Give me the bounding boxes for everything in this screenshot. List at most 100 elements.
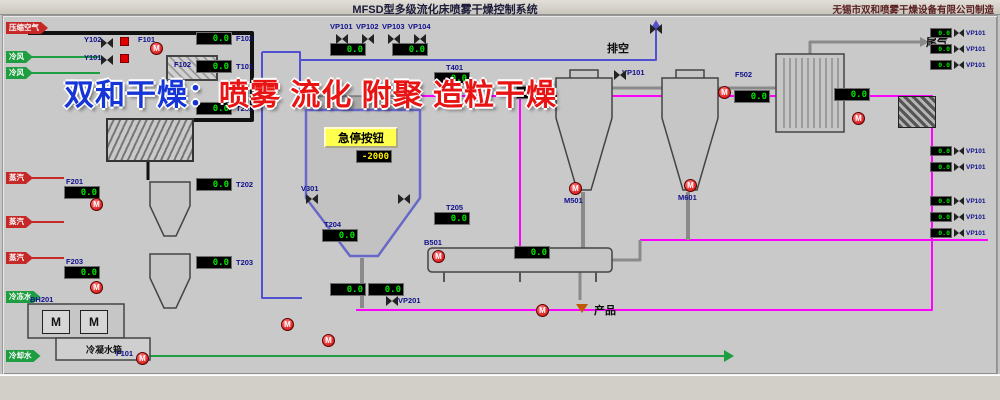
value-display: 0.0 <box>64 266 100 279</box>
emergency-stop-button[interactable]: 急停按钮 <box>324 127 398 148</box>
valve-icon[interactable] <box>398 194 410 204</box>
equipment-label: VP101 <box>330 22 353 31</box>
equipment-label: F101 <box>116 349 134 358</box>
feed-arrow: 蒸汽 <box>6 252 33 264</box>
feed-arrow: 冷风 <box>6 67 33 79</box>
valve-icon[interactable] <box>954 45 964 53</box>
value-display: 0.0 <box>330 283 366 296</box>
value-display: 0.0 <box>434 72 470 85</box>
status-led <box>120 54 129 63</box>
equipment-label: F502 <box>735 70 753 79</box>
feed-arrow: 冷风 <box>6 51 33 63</box>
pump-icon[interactable]: M <box>718 86 731 99</box>
valve-icon[interactable] <box>386 296 398 306</box>
equipment-label: B501 <box>424 238 442 247</box>
pump-icon[interactable]: M <box>569 182 582 195</box>
pump-icon[interactable]: M <box>536 304 549 317</box>
valve-icon[interactable] <box>954 163 964 171</box>
pump-icon[interactable]: M <box>90 281 103 294</box>
right-valve-row: 0.0 VP101 <box>930 146 986 156</box>
valve-label: VP101 <box>966 61 986 69</box>
equipment-label: F102 <box>174 60 192 69</box>
valve-icon[interactable] <box>614 70 626 80</box>
page-title: MFSD型多级流化床喷雾干燥控制系统 <box>352 4 538 16</box>
valve-icon[interactable] <box>101 38 113 48</box>
equipment-label: T205 <box>446 203 464 212</box>
valve-icon[interactable] <box>954 197 964 205</box>
value-display: 0.0 <box>330 43 366 56</box>
right-valve-row: 0.0 VP101 <box>930 60 986 70</box>
valve-icon[interactable] <box>306 194 318 204</box>
value-display: 0.0 <box>64 186 100 199</box>
valve-icon[interactable] <box>954 147 964 155</box>
value-display: 0.0 <box>368 283 404 296</box>
equipment-label: V301 <box>301 184 319 193</box>
condensate-tank-label: 冷凝水箱 <box>85 345 122 355</box>
equipment-label: VP101 <box>622 68 645 77</box>
equipment-label: VP104 <box>408 22 431 31</box>
equipment-label: M501 <box>564 196 583 205</box>
pump-icon[interactable]: M <box>432 250 445 263</box>
valve-icon[interactable] <box>954 61 964 69</box>
valve-label: VP101 <box>966 163 986 171</box>
valve-icon[interactable] <box>101 55 113 65</box>
valve-label: VP101 <box>966 45 986 53</box>
product-flow-arrow <box>576 304 588 319</box>
value-display: 0.0 <box>514 246 550 259</box>
valve-icon[interactable] <box>954 229 964 237</box>
value-display: 0.0 <box>930 162 952 172</box>
bag-filter <box>106 118 194 162</box>
valve-label: VP101 <box>966 147 986 155</box>
right-valve-row: 0.0 VP101 <box>930 28 986 38</box>
value-display: 0.0 <box>930 146 952 156</box>
flow-label: 排空 <box>607 43 629 55</box>
equipment-label: M601 <box>678 193 697 202</box>
equipment-label: VP201 <box>398 296 421 305</box>
pump-icon[interactable]: M <box>852 112 865 125</box>
valve-icon[interactable] <box>954 213 964 221</box>
valve-icon[interactable] <box>650 24 662 34</box>
pump-icon[interactable]: M <box>544 89 557 102</box>
value-display: 0.0 <box>930 60 952 70</box>
valve-icon[interactable] <box>414 34 426 44</box>
status-led <box>120 37 129 46</box>
feed-arrow: 蒸汽 <box>6 216 33 228</box>
valve-icon[interactable] <box>336 34 348 44</box>
value-display: 0.0 <box>434 212 470 225</box>
value-display: 0.0 <box>196 256 232 269</box>
value-display: 0.0 <box>930 196 952 206</box>
value-display: 0.0 <box>196 102 232 115</box>
feed-arrow: 蒸汽 <box>6 172 33 184</box>
pump-icon[interactable]: M <box>684 179 697 192</box>
diagram-panel <box>2 15 998 375</box>
value-display: 0.0 <box>392 43 428 56</box>
equipment-label: F102 <box>236 34 254 43</box>
valve-label: VP101 <box>966 29 986 37</box>
flow-label: 产品 <box>594 305 616 317</box>
valve-icon[interactable] <box>388 34 400 44</box>
pump-icon[interactable]: M <box>281 318 294 331</box>
pump-icon[interactable]: M <box>322 334 335 347</box>
pump-icon[interactable]: M <box>90 198 103 211</box>
equipment-label: T101 <box>236 62 254 71</box>
equipment-label: F203 <box>66 257 84 266</box>
feed-arrow: 压缩空气 <box>6 22 48 34</box>
equipment-label: T202 <box>236 180 254 189</box>
equipment-label: T201 <box>236 104 254 113</box>
equipment-label: VP103 <box>382 22 405 31</box>
manufacturer-label: 无锡市双和喷雾干燥设备有限公司制造 <box>832 5 994 16</box>
feed-arrow: 冷冻水 <box>6 291 41 303</box>
pump-icon[interactable]: M <box>136 352 149 365</box>
exhaust-filter <box>898 96 936 128</box>
pump-icon[interactable]: M <box>150 42 163 55</box>
feed-arrow: 冷却水 <box>6 350 41 362</box>
value-display: 0.0 <box>930 28 952 38</box>
value-display: 0.0 <box>322 229 358 242</box>
valve-icon[interactable] <box>362 34 374 44</box>
valve-icon[interactable] <box>954 29 964 37</box>
value-display: 0.0 <box>196 60 232 73</box>
agitator-motor: M <box>42 310 70 334</box>
